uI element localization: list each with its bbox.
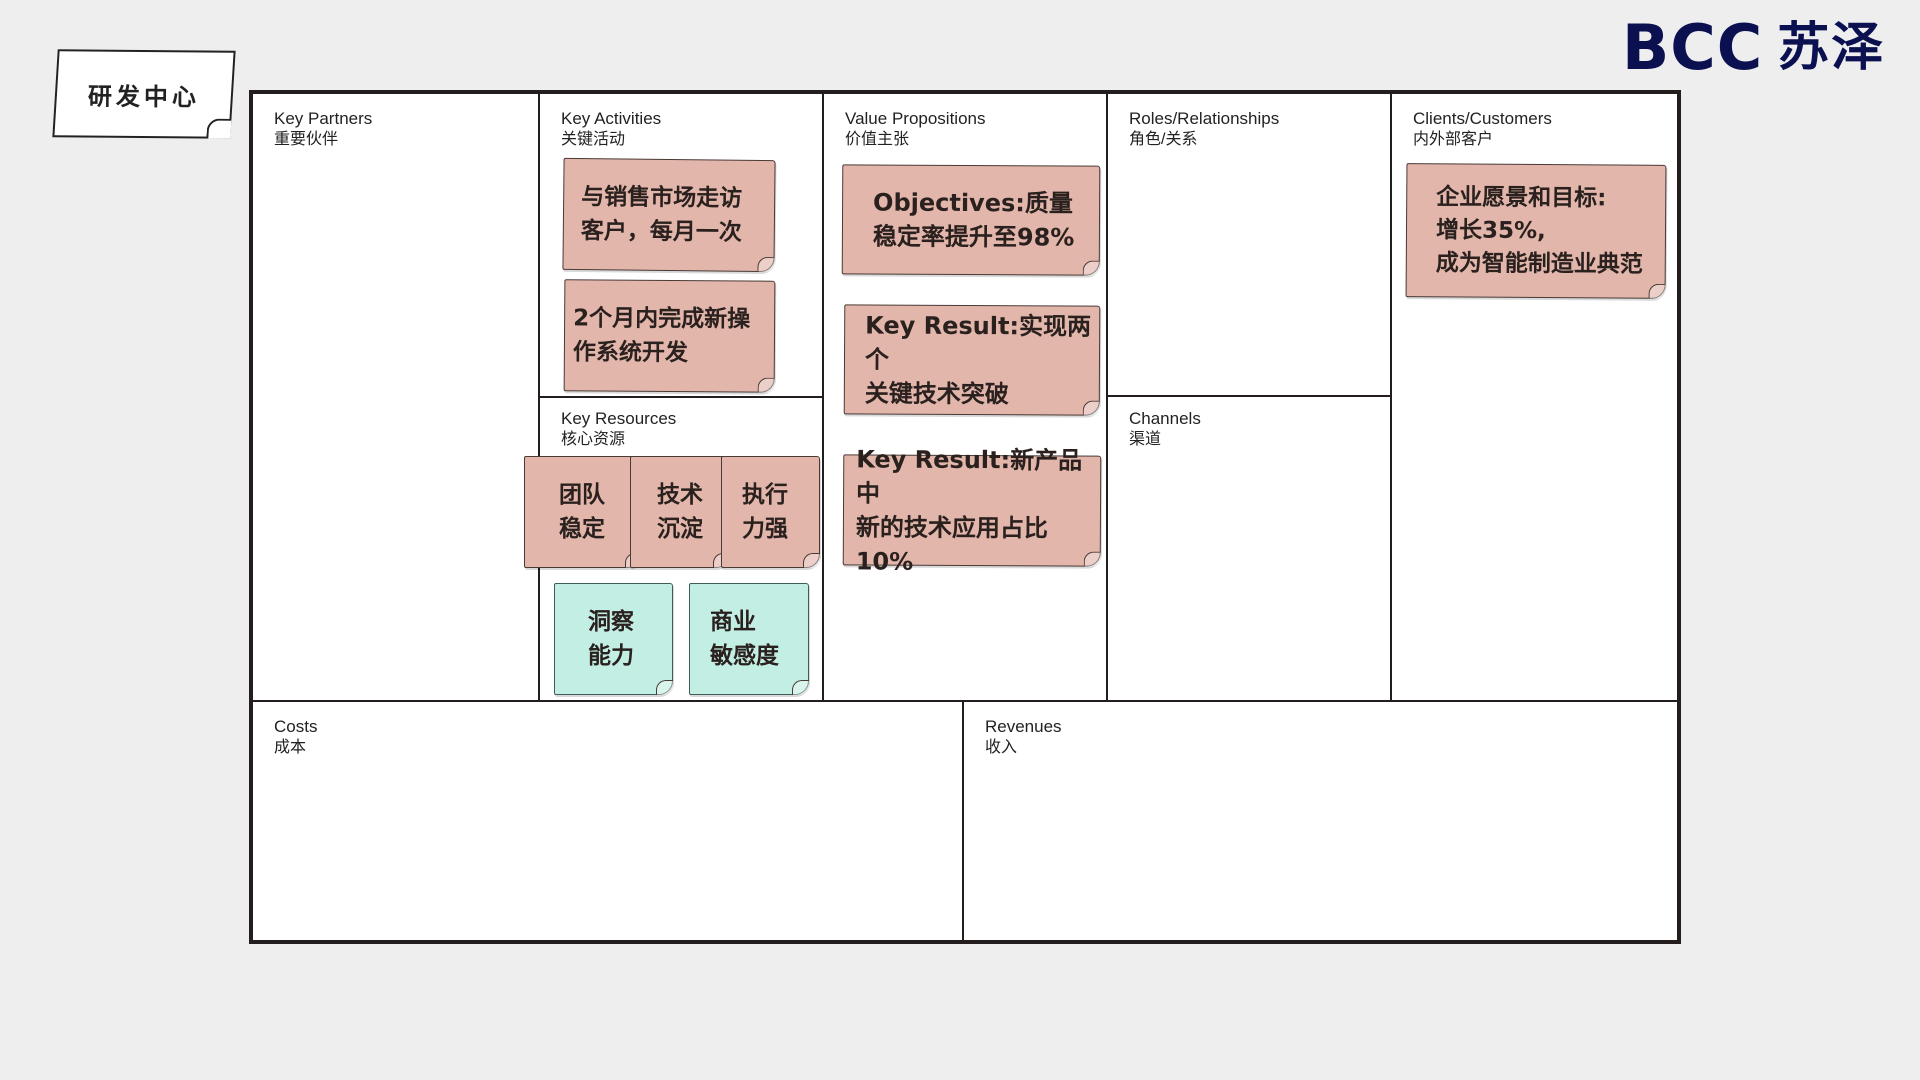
- section-subtitle: 收入: [985, 739, 1018, 756]
- section-title: Clients/Customers: [1413, 109, 1552, 128]
- section-title: Roles/Relationships: [1129, 109, 1280, 128]
- divider: [962, 700, 964, 940]
- sticky-note[interactable]: Key Result:新产品中 新的技术应用占比10%: [842, 445, 1102, 575]
- section-title: Key Partners: [274, 109, 373, 128]
- section-value-propositions: Value Propositions 价值主张: [824, 94, 1106, 700]
- divider: [253, 700, 1677, 702]
- sticky-note[interactable]: 与销售市场走访 客户，每月一次: [562, 157, 776, 273]
- divider: [1106, 395, 1392, 397]
- section-title: Key Activities: [561, 109, 662, 128]
- section-revenues: Revenues 收入: [964, 702, 1677, 940]
- section-subtitle: 关键活动: [561, 131, 626, 148]
- section-channels: Channels 渠道: [1108, 397, 1390, 700]
- section-subtitle: 价值主张: [845, 131, 910, 148]
- section-roles-relationships: Roles/Relationships 角色/关系: [1108, 94, 1390, 395]
- section-title: Key Resources: [561, 409, 677, 428]
- section-subtitle: 重要伙伴: [274, 131, 339, 148]
- sticky-note[interactable]: 商业 敏感度: [689, 583, 809, 695]
- business-model-canvas: Key Partners 重要伙伴 Key Activities 关键活动 与销…: [249, 90, 1681, 944]
- sticky-note[interactable]: 技术 沉淀: [630, 456, 730, 568]
- section-subtitle: 内外部客户: [1413, 131, 1494, 148]
- section-key-partners: Key Partners 重要伙伴: [253, 94, 538, 700]
- section-title: Revenues: [985, 717, 1062, 736]
- logo-text-cn: 苏泽: [1777, 18, 1886, 78]
- section-costs: Costs 成本: [253, 702, 962, 940]
- sticky-note[interactable]: 执行 力强: [721, 456, 820, 568]
- section-clients-customers: Clients/Customers 内外部客户: [1392, 94, 1677, 700]
- section-subtitle: 角色/关系: [1129, 131, 1198, 148]
- section-subtitle: 渠道: [1129, 431, 1162, 448]
- section-key-resources: Key Resources 核心资源: [540, 398, 822, 700]
- section-title: Channels: [1129, 409, 1201, 428]
- sticky-note[interactable]: 2个月内完成新操 作系统开发: [563, 279, 776, 393]
- title-card: 研发中心: [52, 49, 236, 139]
- divider: [1390, 94, 1392, 700]
- divider: [538, 396, 824, 398]
- section-title: Value Propositions: [845, 109, 986, 128]
- sticky-note[interactable]: Key Result:实现两个 关键技术突破: [843, 304, 1101, 416]
- brand-logo: BCC 苏泽: [1622, 11, 1886, 84]
- section-subtitle: 核心资源: [561, 431, 626, 448]
- section-subtitle: 成本: [274, 739, 307, 756]
- section-title: Costs: [274, 717, 318, 736]
- divider: [1106, 94, 1108, 700]
- sticky-note[interactable]: 洞察 能力: [554, 583, 673, 695]
- logo-text-en: BCC: [1622, 11, 1764, 84]
- page-curl-icon: [206, 118, 232, 139]
- title-text: 研发中心: [87, 82, 201, 111]
- section-key-activities: Key Activities 关键活动: [540, 94, 822, 396]
- sticky-note[interactable]: 企业愿景和目标: 增长35%, 成为智能制造业典范: [1405, 163, 1667, 299]
- sticky-note[interactable]: Objectives:质量 稳定率提升至98%: [841, 164, 1101, 276]
- sticky-note[interactable]: 团队 稳定: [524, 456, 642, 568]
